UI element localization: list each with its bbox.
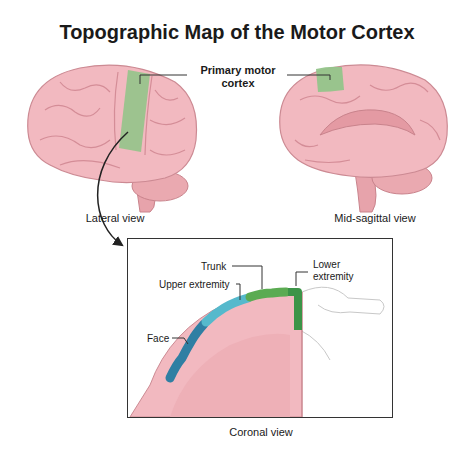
view-label: Lateral view [60, 212, 170, 225]
curved-arrow [98, 132, 128, 245]
view-label: Coronal view [128, 426, 394, 439]
leader-line [172, 266, 308, 344]
region-label: Face [147, 333, 169, 345]
view-label: Mid-sagittal view [310, 212, 440, 225]
part-label: Primary motor cortex [190, 64, 286, 90]
region-label: Trunk [201, 261, 226, 273]
view-frame: TrunkUpper extremityLower extremityFaceC… [127, 238, 393, 418]
lateral-brain [28, 65, 197, 212]
region-label: Upper extremity [159, 279, 230, 291]
coronal-brain [130, 266, 384, 417]
sagittal-brain [280, 65, 448, 212]
title: Topographic Map of the Motor Cortex [0, 20, 474, 44]
region-label: Lower extremity [313, 259, 365, 283]
